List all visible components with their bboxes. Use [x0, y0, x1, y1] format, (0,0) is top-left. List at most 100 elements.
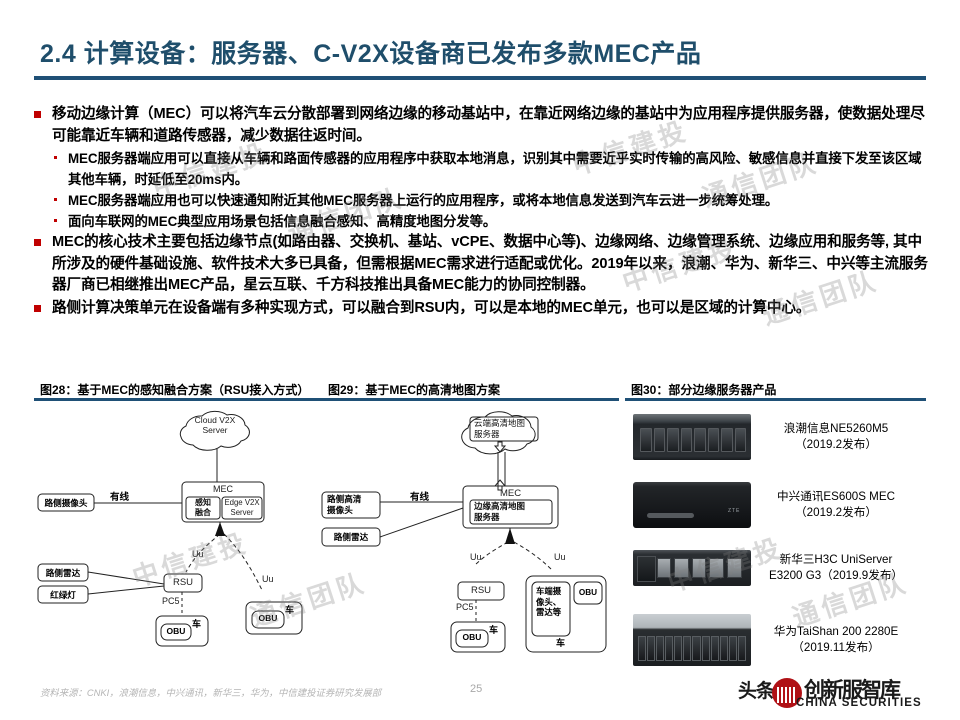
fig29-svg — [321, 411, 607, 653]
dot-bullet-icon — [54, 219, 57, 222]
fig29-obu-right-label: OBU — [578, 588, 598, 597]
fig29-roadside-camera-label: 路侧高清 摄像头 — [327, 494, 362, 515]
fig28-roadside-radar-label: 路侧雷达 — [45, 568, 81, 578]
product-label: 中兴通讯ES600S MEC （2019.2发布） — [761, 489, 911, 521]
fig29-vehicle-left-label: 车 — [489, 625, 499, 635]
antenna-icon — [505, 528, 515, 544]
server-photo-zte: ZTE — [633, 482, 751, 528]
product-label: 华为TaiShan 200 2280E （2019.11发布） — [761, 624, 911, 656]
fig29-mec-sub-label: 边缘高清地图 服务器 — [474, 501, 526, 522]
server-photo-h3c — [633, 550, 751, 586]
rack-server-icon — [633, 614, 751, 666]
product-release: （2019.2发布） — [795, 506, 877, 519]
fig28-uu-left-label: Uu — [192, 549, 204, 559]
bullet-level2: MEC服务器端应用也可以快速通知附近其他MEC服务器上运行的应用程序，或将本地信… — [34, 190, 934, 211]
server-photo-huawei — [633, 614, 751, 666]
bullet-level1: 移动边缘计算（MEC）可以将汽车云分散部署到网络边缘的移动基站中，在靠近网络边缘… — [34, 104, 934, 147]
figure-fig29-diagram: 云端高清地图 服务器 MEC 边缘高清地图 服务器 路侧高清 摄像头 路侧雷达 … — [318, 404, 618, 666]
fig28-mec-sub2-label: Edge V2X Server — [224, 498, 260, 517]
fig28-cloud-label: Cloud V2X Server — [194, 415, 236, 435]
product-name: 中兴通讯ES600S MEC — [777, 490, 895, 503]
brand-english-name: CHINA SECURITIES — [796, 697, 922, 709]
caption-rule-right — [625, 398, 926, 401]
fig28-rsu-label: RSU — [172, 577, 194, 588]
fig29-wired-label: 有线 — [410, 492, 430, 503]
square-bullet-icon — [34, 239, 41, 246]
drive-bays — [640, 427, 747, 452]
bullet-text: 面向车联网的MEC典型应用场景包括信息融合感知、高精度地图分发等。 — [68, 214, 497, 229]
antenna-icon — [215, 522, 225, 536]
figure-caption-fig30: 图30：部分边缘服务器产品 — [631, 383, 777, 397]
product-item: 华为TaiShan 200 2280E （2019.11发布） — [633, 614, 911, 666]
fig29-vehicle-right-label: 车 — [556, 638, 566, 648]
fig28-mec-label: MEC — [213, 484, 233, 494]
fig29-mec-label: MEC — [499, 488, 522, 499]
figure-fig30-product-list: 浪潮信息NE5260M5 （2019.2发布） ZTE 中兴通讯ES600S M… — [625, 404, 930, 666]
fig28-obu-right-label: OBU — [258, 613, 278, 623]
product-name: 华为TaiShan 200 2280E — [773, 625, 899, 638]
china-securities-seal-icon — [772, 678, 802, 708]
dot-bullet-icon — [54, 198, 57, 201]
product-release: （2019.2发布） — [795, 438, 877, 451]
product-release: E3200 G3（2019.9发布） — [768, 569, 904, 582]
square-bullet-icon — [34, 111, 41, 118]
fig29-cloud-label: 云端高清地图 服务器 — [474, 418, 526, 439]
edge-server-icon: ZTE — [633, 482, 751, 528]
product-item: ZTE 中兴通讯ES600S MEC （2019.2发布） — [633, 482, 911, 528]
page-number: 25 — [470, 683, 483, 695]
fig28-obu-left-label: OBU — [166, 626, 186, 636]
fig28-wired-label: 有线 — [110, 492, 130, 503]
drive-bays — [637, 635, 747, 661]
fig29-onboard-sensors-label: 车端摄 像头、 雷达等 — [536, 586, 562, 617]
front-handle — [647, 512, 695, 518]
fig28-traffic-light-label: 红绿灯 — [50, 590, 76, 600]
server-photo-inspur — [633, 414, 751, 460]
bullet-text: 路侧计算决策单元在设备端有多种实现方式，可以融合到RSU内，可以是本地的MEC单… — [52, 299, 811, 316]
dot-bullet-icon — [54, 156, 57, 159]
rack-server-icon — [633, 414, 751, 460]
fig29-uu-left-label: Uu — [470, 552, 482, 562]
product-name: 新华三H3C UniServer — [779, 553, 893, 566]
figure-fig28-diagram: Cloud V2X Server MEC 感知 融合 Edge V2X Serv… — [34, 404, 324, 666]
bullet-text: MEC服务器端应用也可以快速通知附近其他MEC服务器上运行的应用程序，或将本地信… — [68, 193, 779, 208]
product-item: 新华三H3C UniServer E3200 G3（2019.9发布） — [633, 550, 911, 586]
fig29-rsu-label: RSU — [470, 585, 492, 596]
fig28-svg — [37, 410, 303, 647]
brand-logo: 头条 创新服智库 CHINA SECURITIES — [736, 674, 942, 718]
fig28-uu-right-label: Uu — [262, 574, 274, 584]
fig28-vehicle-right-label: 车 — [285, 605, 295, 615]
think-tank-mark: 创新服智库 — [804, 679, 901, 702]
body-bullet-list: 移动边缘计算（MEC）可以将汽车云分散部署到网络边缘的移动基站中，在靠近网络边缘… — [34, 104, 934, 320]
figure-caption-fig28: 图28：基于MEC的感知融合方案（RSU接入方式） — [40, 383, 310, 397]
caption-rule-left — [34, 398, 619, 401]
left-module — [636, 556, 657, 582]
fig28-vehicle-left-label: 车 — [192, 619, 202, 629]
product-item: 浪潮信息NE5260M5 （2019.2发布） — [633, 414, 911, 460]
fig28-roadside-camera-label: 路侧摄像头 — [44, 498, 88, 508]
bullet-level1: MEC的核心技术主要包括边缘节点(如路由器、交换机、基站、vCPE、数据中心等)… — [34, 232, 934, 297]
fig29-pc5-label: PC5 — [456, 602, 474, 612]
product-label: 新华三H3C UniServer E3200 G3（2019.9发布） — [761, 552, 911, 584]
bullet-level1: 路侧计算决策单元在设备端有多种实现方式，可以融合到RSU内，可以是本地的MEC单… — [34, 298, 934, 320]
title-underline — [34, 76, 926, 80]
bullet-level2: 面向车联网的MEC典型应用场景包括信息融合感知、高精度地图分发等。 — [34, 211, 934, 232]
rack-server-icon — [633, 550, 751, 586]
fig29-roadside-radar-label: 路侧雷达 — [333, 532, 369, 542]
page-title: 2.4 计算设备：服务器、C-V2X设备商已发布多款MEC产品 — [40, 40, 702, 68]
source-note: 资料来源：CNKI，浪潮信息，中兴通讯，新华三，华为，中信建投证券研究发展部 — [40, 687, 382, 698]
product-release: （2019.11发布） — [792, 641, 880, 654]
toutiao-mark: 头条 — [738, 681, 775, 702]
square-bullet-icon — [34, 304, 41, 312]
figure-caption-fig29: 图29：基于MEC的高清地图方案 — [328, 383, 501, 397]
fig28-mec-sub1-label: 感知 融合 — [195, 498, 211, 517]
vendor-mark: ZTE — [727, 508, 741, 515]
fig29-obu-left-label: OBU — [462, 632, 482, 642]
bullet-text: MEC的核心技术主要包括边缘节点(如路由器、交换机、基站、vCPE、数据中心等)… — [52, 234, 928, 293]
bullet-text: 移动边缘计算（MEC）可以将汽车云分散部署到网络边缘的移动基站中，在靠近网络边缘… — [52, 106, 925, 144]
bullet-text: MEC服务器端应用可以直接从车辆和路面传感器的应用程序中获取本地消息，识别其中需… — [68, 151, 922, 187]
expansion-slots — [656, 557, 742, 579]
product-label: 浪潮信息NE5260M5 （2019.2发布） — [761, 421, 911, 453]
product-name: 浪潮信息NE5260M5 — [783, 422, 889, 435]
fig29-uu-right-label: Uu — [554, 552, 566, 562]
bullet-level2: MEC服务器端应用可以直接从车辆和路面传感器的应用程序中获取本地消息，识别其中需… — [34, 148, 934, 190]
